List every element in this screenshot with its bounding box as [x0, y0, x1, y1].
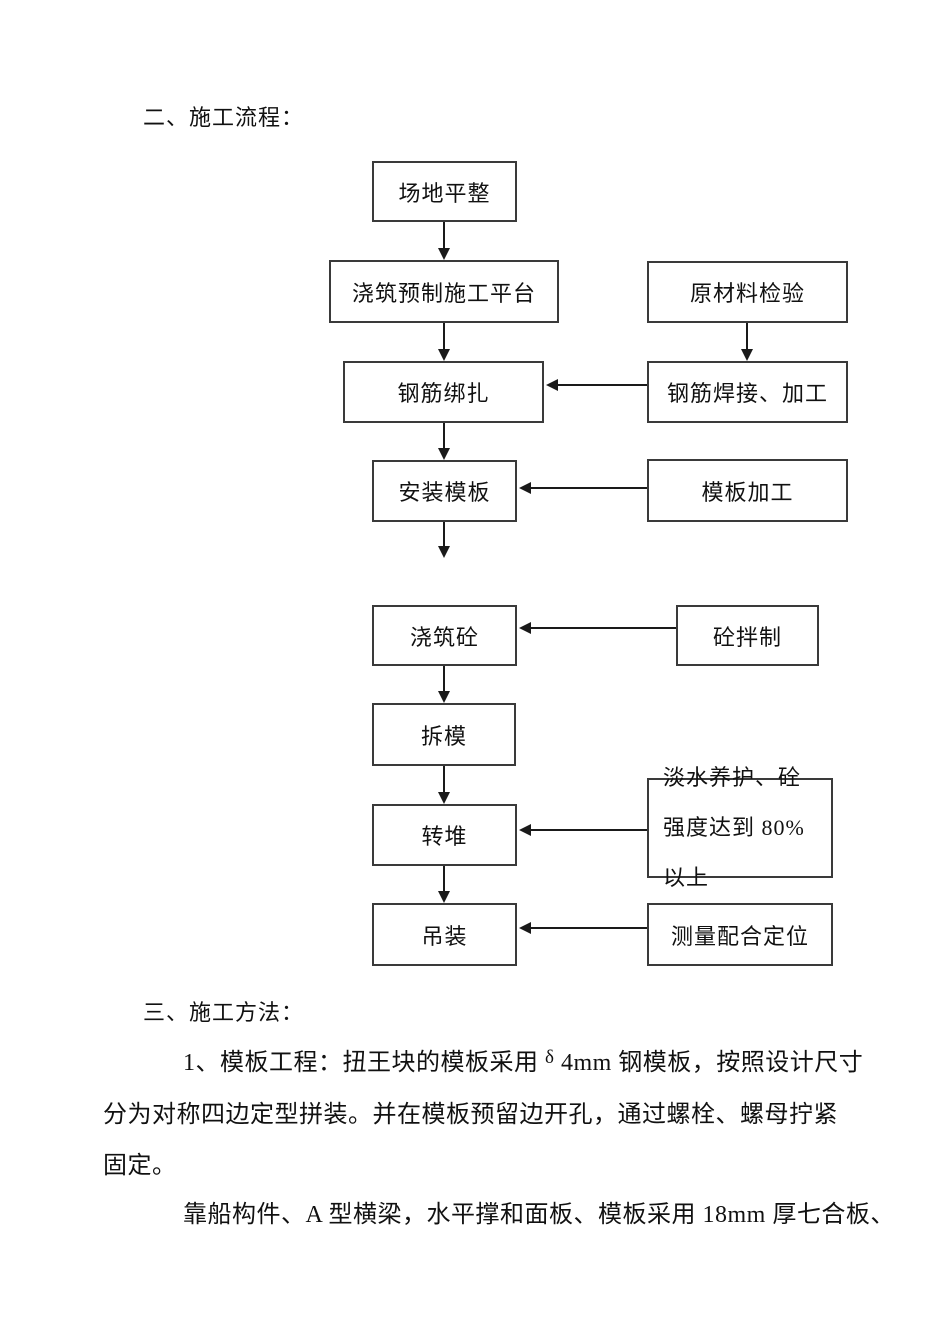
- flow-box-transfer-stack: 转堆: [372, 804, 517, 866]
- flow-box-survey-positioning: 测量配合定位: [647, 903, 833, 966]
- flow-box-hoisting: 吊装: [372, 903, 517, 966]
- section-heading-process: 二、施工流程：: [143, 105, 305, 130]
- flow-box-pour-concrete: 浇筑砼: [372, 605, 517, 666]
- flow-box-rebar-welding-processing: 钢筋焊接、加工: [647, 361, 848, 423]
- flow-box-rebar-binding: 钢筋绑扎: [343, 361, 544, 423]
- delta-symbol: δ: [545, 1047, 555, 1068]
- flow-box-site-leveling: 场地平整: [372, 161, 517, 222]
- flow-box-formwork-processing: 模板加工: [647, 459, 848, 522]
- paragraph-formwork-line3: 固定。: [103, 1153, 177, 1179]
- flow-box-freshwater-curing-strength: 淡水养护、砼强度达到 80%以上: [647, 765, 833, 890]
- flow-box-install-formwork: 安装模板: [372, 460, 517, 522]
- paragraph-formwork-line1-prefix: 1、模板工程：扭王块的模板采用: [183, 1050, 545, 1076]
- flow-box-concrete-mixing: 砼拌制: [676, 605, 819, 666]
- paragraph-formwork-line1: 1、模板工程：扭王块的模板采用 δ 4mm 钢模板，按照设计尺寸: [183, 1047, 864, 1080]
- paragraph-formwork-line1-suffix: 4mm 钢模板，按照设计尺寸: [554, 1050, 864, 1076]
- flow-box-pour-precast-platform: 浇筑预制施工平台: [329, 260, 559, 323]
- flow-box-remove-formwork: 拆模: [372, 703, 516, 766]
- paragraph-formwork-line2: 分为对称四边定型拼装。并在模板预留边开孔，通过螺栓、螺母拧紧: [103, 1102, 838, 1128]
- flow-box-raw-material-inspection: 原材料检验: [647, 261, 848, 323]
- section-heading-method: 三、施工方法：: [143, 1000, 305, 1025]
- paragraph-berthing-line1: 靠船构件、A 型横梁，水平撑和面板、模板采用 18mm 厚七合板、: [183, 1202, 895, 1228]
